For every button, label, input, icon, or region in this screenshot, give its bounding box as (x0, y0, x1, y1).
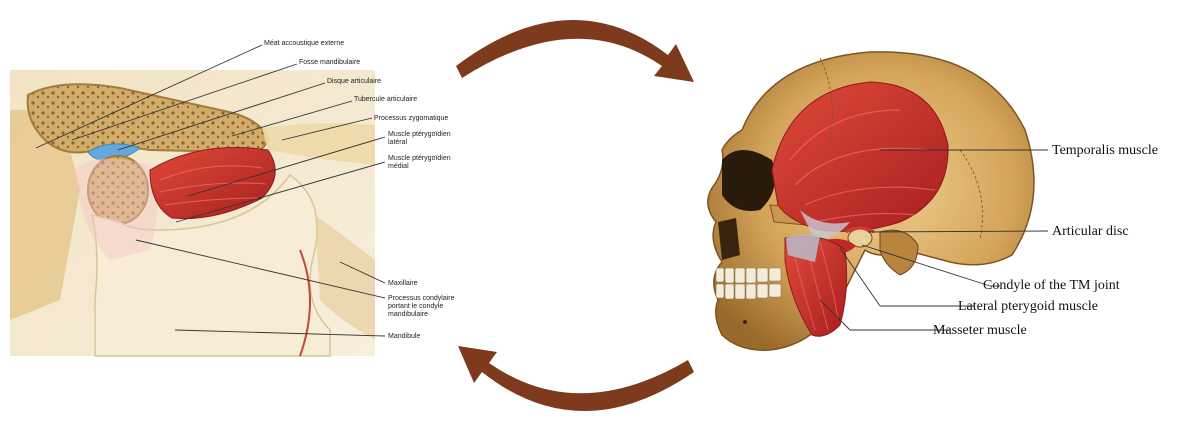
label-processus-zygomatique: Processus zygomatique (374, 115, 448, 122)
label-disque-articulaire: Disque articulaire (327, 78, 381, 85)
label-lateral-pterygoid: Lateral pterygoid muscle (958, 299, 1098, 314)
left-tmj-illustration (10, 70, 375, 356)
label-pterygoidien-lateral: Muscle ptérygoïdien latéral (388, 131, 453, 146)
label-mandibule: Mandibule (388, 333, 420, 340)
label-articular-disc: Articular disc (1052, 224, 1129, 239)
label-tubercule-articulaire: Tubercule articulaire (354, 96, 417, 103)
label-meat-accoustique: Méat accoustique externe (264, 40, 344, 47)
label-processus-condylaire: Processus condylaire portant le condyle … (388, 295, 456, 318)
label-masseter-muscle: Masseter muscle (933, 323, 1027, 338)
cycle-arrow-top (456, 20, 694, 82)
cycle-arrow-bottom (458, 346, 694, 411)
label-condyle-tm-joint: Condyle of the TM joint (983, 278, 1120, 293)
label-maxillaire: Maxillaire (388, 280, 418, 287)
label-temporalis-muscle: Temporalis muscle (1052, 143, 1158, 158)
label-pterygoidien-medial: Muscle ptérygoïdien médial (388, 155, 453, 170)
label-fosse-mandibulaire: Fosse mandibulaire (299, 59, 360, 66)
